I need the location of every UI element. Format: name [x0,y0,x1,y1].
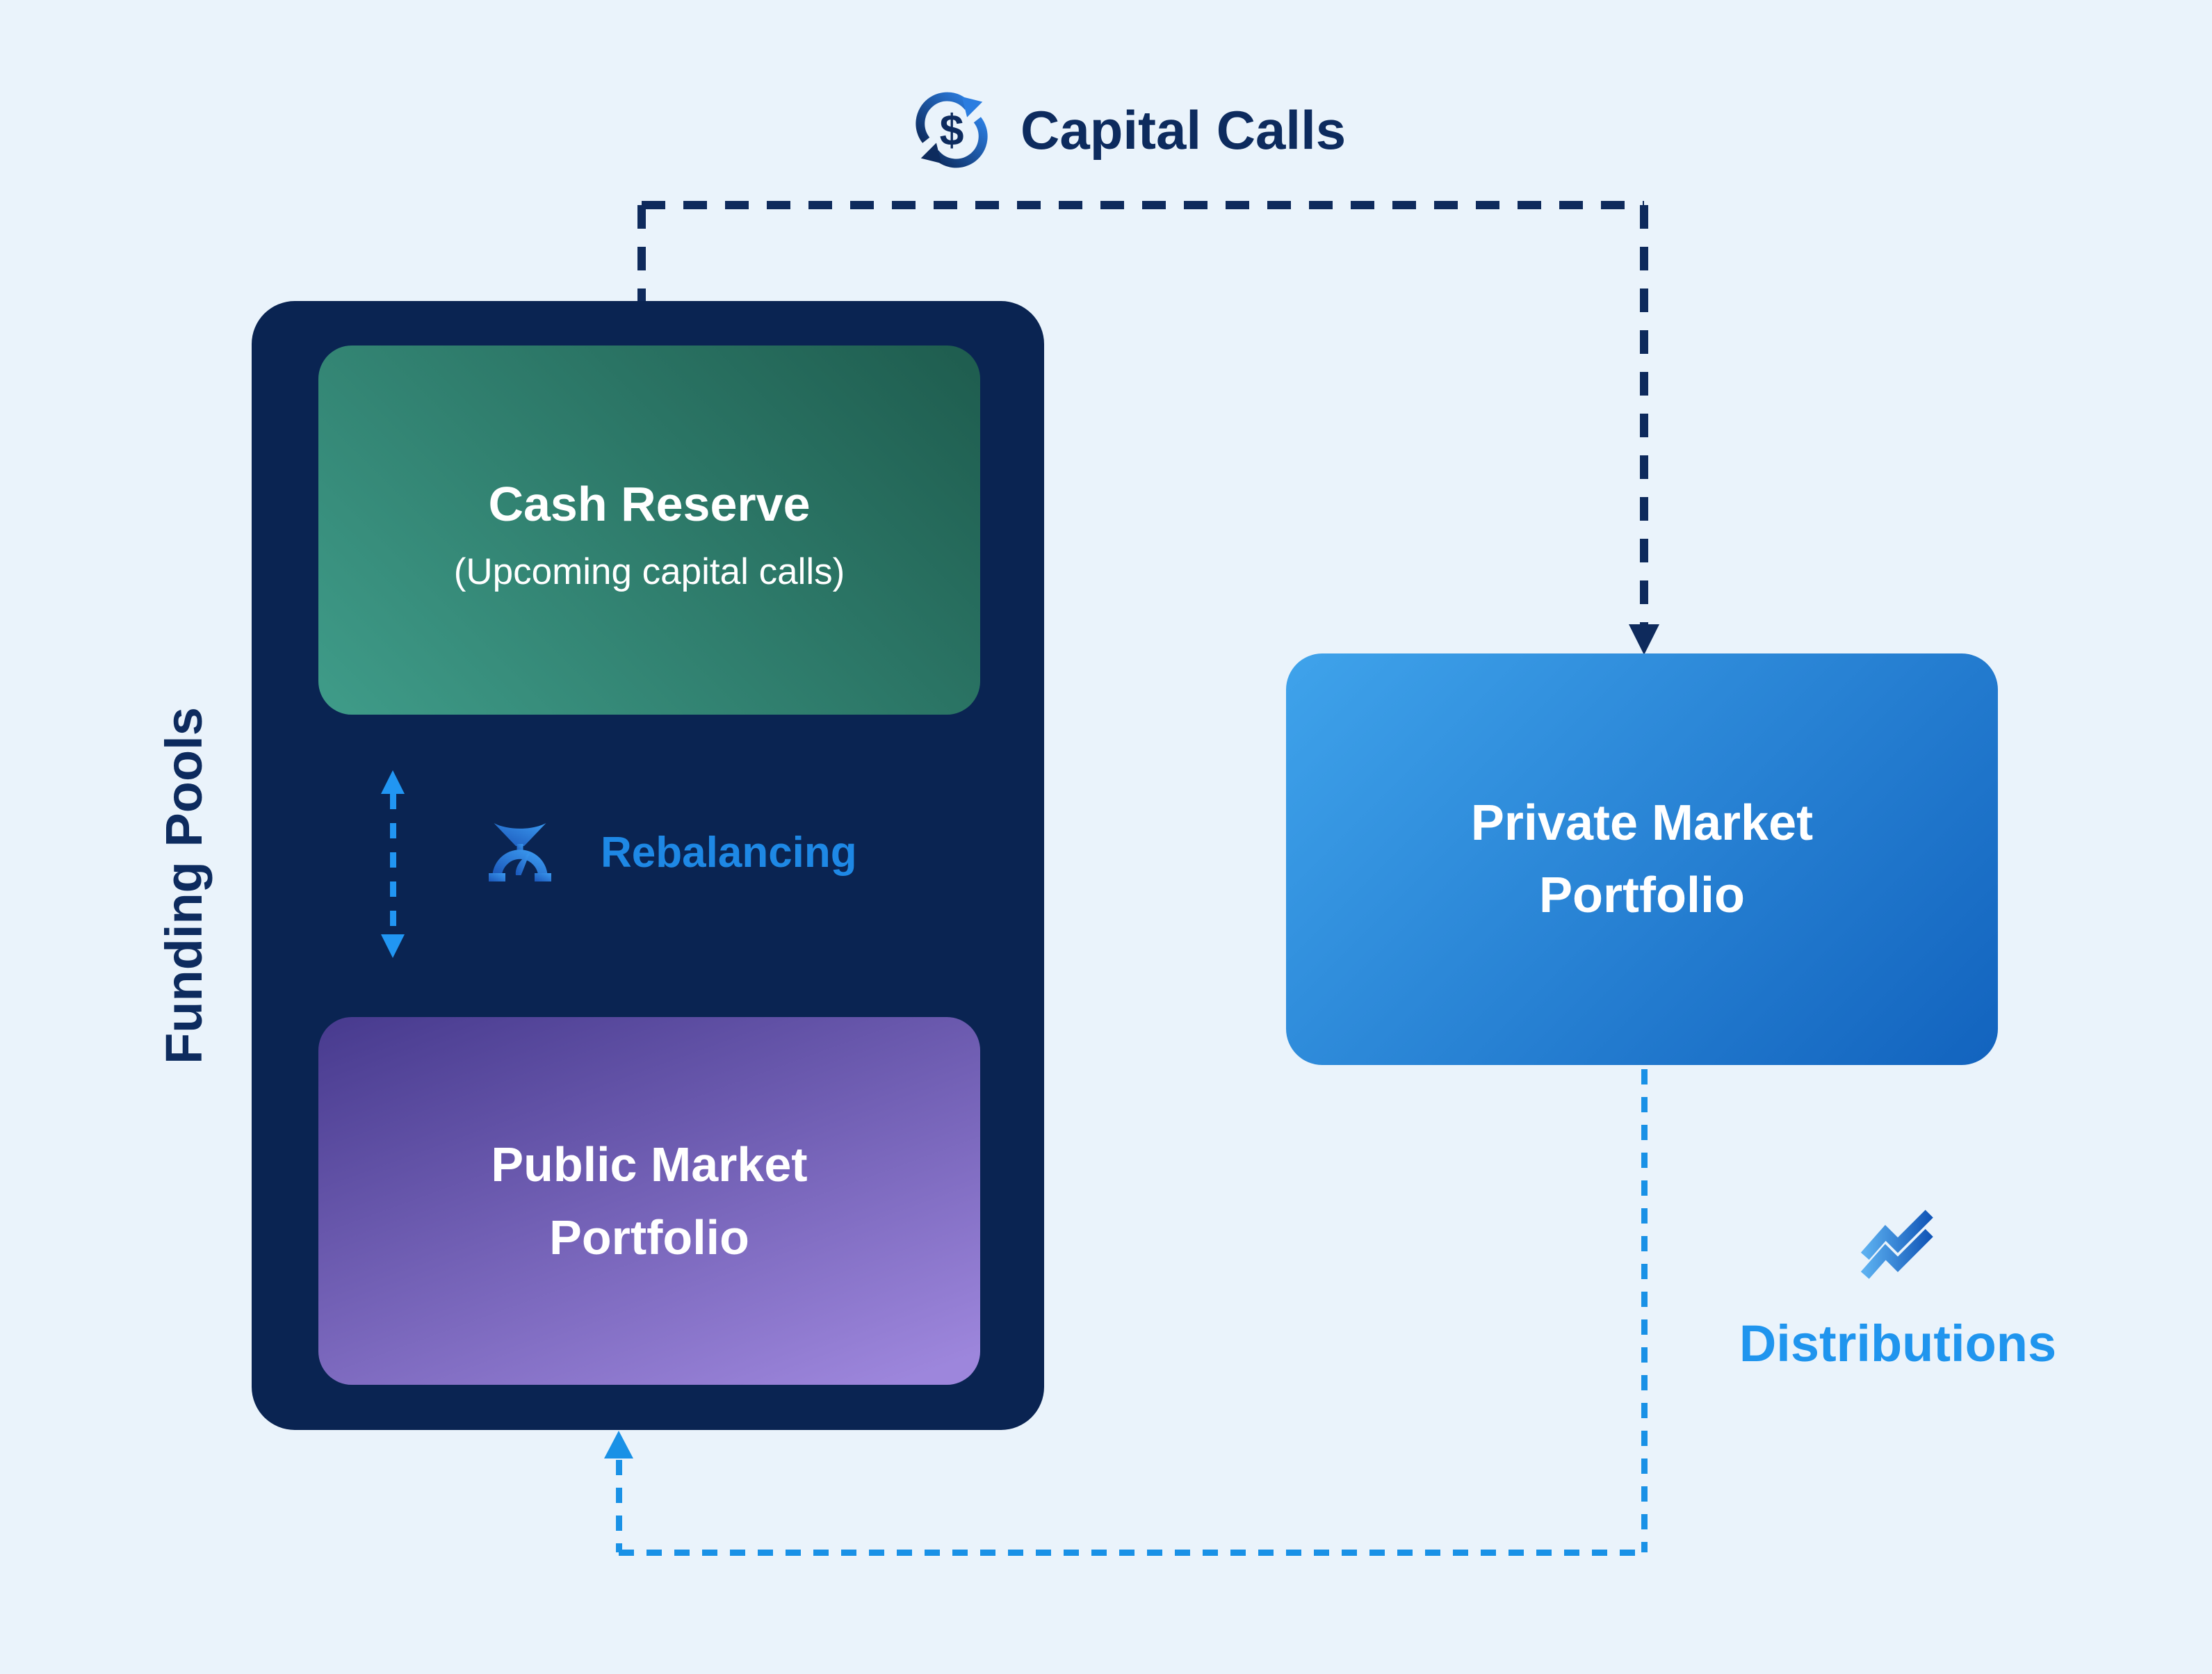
capital-calls-arrowhead [1629,624,1659,655]
balance-scale-icon [489,823,551,881]
distributions-path-horizontal [619,1550,1644,1556]
private-market-node[interactable]: Private Market Portfolio [1286,653,1998,1065]
distributions-path-vertical-left [616,1460,622,1552]
rebalancing-arrow-up [381,770,405,794]
public-market-node[interactable]: Public Market Portfolio [318,1017,980,1385]
funding-pools-container: Cash Reserve (Upcoming capital calls) Pu… [252,301,1044,1430]
cash-reserve-subtitle: (Upcoming capital calls) [453,551,845,592]
svg-text:$: $ [940,106,964,155]
capital-calls-path-vertical-right [1640,205,1648,626]
cash-reserve-title: Cash Reserve [488,476,811,531]
cash-reserve-node[interactable]: Cash Reserve (Upcoming capital calls) [318,346,980,715]
capital-calls-path-vertical-left [637,205,646,301]
funding-pools-label: Funding Pools [155,707,213,1064]
dollar-cycle-icon: $ [916,92,988,168]
capital-calls-path-horizontal [642,201,1644,209]
capital-calls-label-group: $ Capital Calls [911,89,1346,171]
public-market-title-line1: Public Market [491,1137,808,1192]
rebalancing-label-group: Rebalancing [487,819,857,886]
distributions-arrowhead [604,1431,633,1458]
trend-up-icon [1860,1210,1933,1279]
rebalancing-arrow-line [390,794,396,934]
distributions-label-group: Distributions [1717,1210,2079,1373]
distributions-label: Distributions [1739,1315,2057,1372]
distributions-path-vertical-right [1641,1069,1648,1552]
rebalancing-label: Rebalancing [601,828,857,877]
capital-calls-label: Capital Calls [1020,99,1347,161]
private-market-title-line1: Private Market [1470,795,1814,851]
private-market-title-line2: Portfolio [1539,868,1745,923]
rebalancing-arrow-down [381,934,405,958]
public-market-title-line2: Portfolio [549,1210,749,1265]
